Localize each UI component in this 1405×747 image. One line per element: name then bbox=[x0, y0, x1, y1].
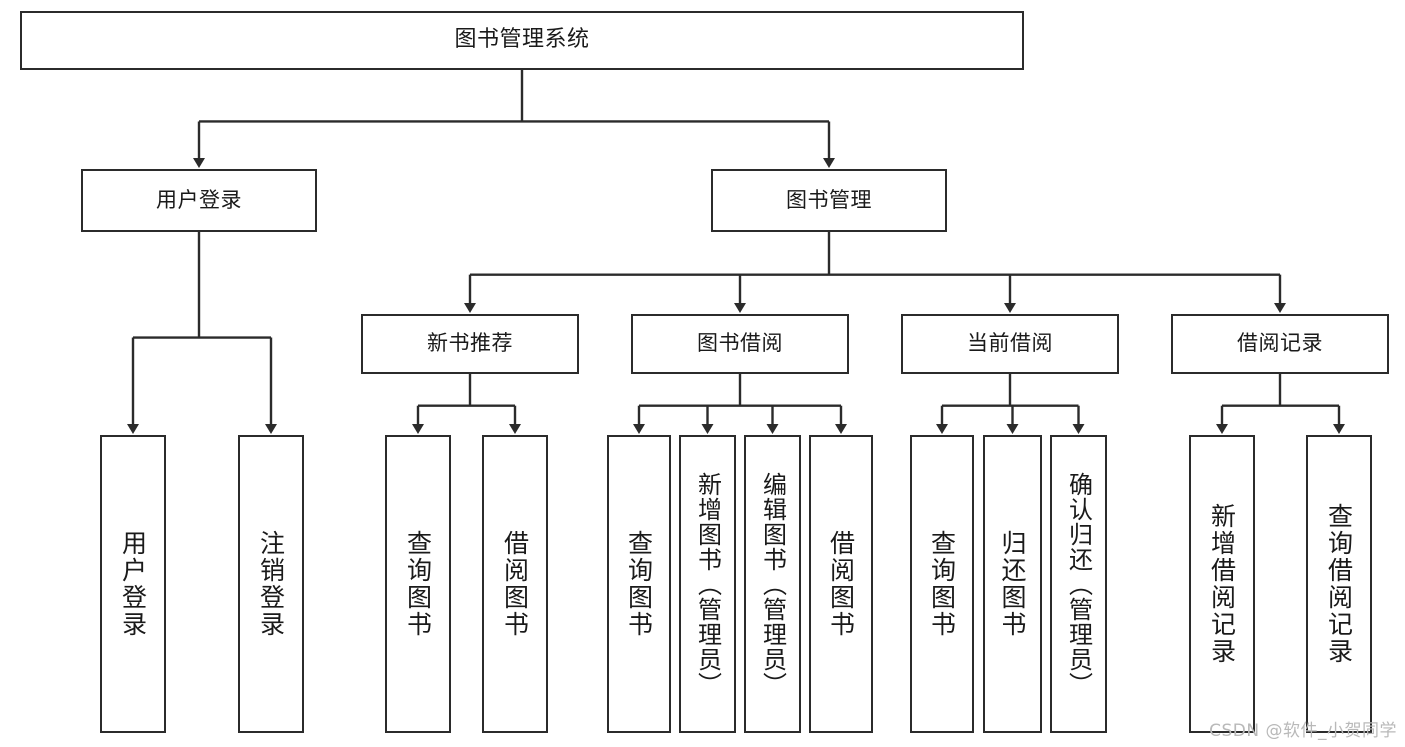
node-book-manage[interactable]: 图书管理 bbox=[711, 169, 947, 232]
node-leaf-confirm-return-label: 确认归还（管理员） bbox=[1064, 471, 1093, 697]
node-leaf-add-record[interactable]: 新增借阅记录 bbox=[1189, 435, 1255, 733]
node-leaf-query-record-label: 查询借阅记录 bbox=[1324, 503, 1354, 665]
node-leaf-return-book[interactable]: 归还图书 bbox=[983, 435, 1042, 733]
node-leaf-query-book-1-label: 查询图书 bbox=[403, 530, 433, 638]
node-current-borrow-label: 当前借阅 bbox=[967, 331, 1053, 356]
node-root[interactable]: 图书管理系统 bbox=[20, 11, 1024, 70]
node-book-manage-label: 图书管理 bbox=[786, 187, 872, 212]
node-leaf-add-book[interactable]: 新增图书（管理员） bbox=[679, 435, 736, 733]
node-user-login-label: 用户登录 bbox=[156, 187, 242, 212]
node-new-book-rec-label: 新书推荐 bbox=[427, 331, 513, 356]
node-leaf-query-book-2[interactable]: 查询图书 bbox=[607, 435, 671, 733]
node-borrow-record-label: 借阅记录 bbox=[1237, 331, 1323, 356]
node-leaf-query-book-2-label: 查询图书 bbox=[624, 530, 654, 638]
node-leaf-query-record[interactable]: 查询借阅记录 bbox=[1306, 435, 1372, 733]
node-leaf-query-book-3-label: 查询图书 bbox=[927, 530, 957, 638]
node-leaf-return-book-label: 归还图书 bbox=[998, 530, 1027, 638]
node-leaf-borrow-book-1[interactable]: 借阅图书 bbox=[482, 435, 548, 733]
node-borrow-record[interactable]: 借阅记录 bbox=[1171, 314, 1389, 374]
node-new-book-rec[interactable]: 新书推荐 bbox=[361, 314, 579, 374]
node-leaf-add-record-label: 新增借阅记录 bbox=[1207, 503, 1237, 665]
node-leaf-user-login-label: 用户登录 bbox=[118, 530, 148, 638]
node-leaf-add-book-label: 新增图书（管理员） bbox=[693, 471, 722, 697]
node-leaf-edit-book-label: 编辑图书（管理员） bbox=[758, 471, 787, 697]
watermark-text: CSDN @软件_小贺同学 bbox=[1209, 721, 1397, 741]
node-leaf-borrow-book-2-label: 借阅图书 bbox=[826, 530, 856, 638]
node-leaf-edit-book[interactable]: 编辑图书（管理员） bbox=[744, 435, 801, 733]
node-user-login[interactable]: 用户登录 bbox=[81, 169, 317, 232]
node-root-label: 图书管理系统 bbox=[454, 27, 590, 53]
node-leaf-logout-label: 注销登录 bbox=[256, 530, 286, 638]
node-book-borrow-label: 图书借阅 bbox=[697, 331, 783, 356]
node-leaf-borrow-book-2[interactable]: 借阅图书 bbox=[809, 435, 873, 733]
node-leaf-query-book-3[interactable]: 查询图书 bbox=[910, 435, 974, 733]
node-leaf-logout[interactable]: 注销登录 bbox=[238, 435, 304, 733]
node-leaf-borrow-book-1-label: 借阅图书 bbox=[500, 530, 530, 638]
node-leaf-confirm-return[interactable]: 确认归还（管理员） bbox=[1050, 435, 1107, 733]
node-leaf-user-login[interactable]: 用户登录 bbox=[100, 435, 166, 733]
node-book-borrow[interactable]: 图书借阅 bbox=[631, 314, 849, 374]
node-current-borrow[interactable]: 当前借阅 bbox=[901, 314, 1119, 374]
node-leaf-query-book-1[interactable]: 查询图书 bbox=[385, 435, 451, 733]
